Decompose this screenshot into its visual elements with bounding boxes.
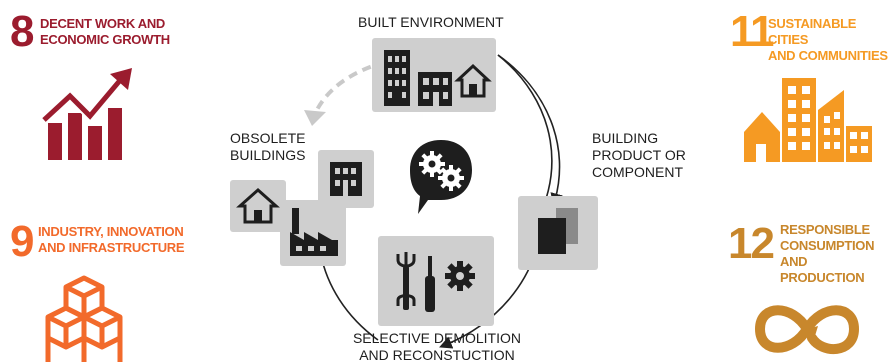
goal-9-title: INDUSTRY, INNOVATION AND INFRASTRUCTURE bbox=[38, 224, 185, 256]
growth-chart-icon bbox=[40, 68, 132, 160]
infinity-loop-icon bbox=[754, 305, 860, 355]
goal-8-number: 8 bbox=[10, 7, 35, 56]
goal-9-title-line2: AND INFRASTRUCTURE bbox=[38, 240, 185, 255]
city-buildings-icon bbox=[744, 78, 872, 162]
goal-8-title-line2: ECONOMIC GROWTH bbox=[40, 32, 170, 47]
goal-11-title: SUSTAINABLE CITIES AND COMMUNITIES bbox=[768, 16, 890, 64]
goal-12-title: RESPONSIBLE CONSUMPTION AND PRODUCTION bbox=[780, 222, 890, 286]
goal-9-number: 9 bbox=[10, 217, 35, 266]
goal-8-title: DECENT WORK AND ECONOMIC GROWTH bbox=[40, 16, 170, 48]
label-obsolete-buildings: OBSOLETE BUILDINGS bbox=[230, 130, 306, 163]
dashed-arrow-head bbox=[304, 110, 326, 126]
goal-11-title-line2: AND COMMUNITIES bbox=[768, 48, 888, 63]
goal-12-title-line2: CONSUMPTION bbox=[780, 238, 875, 253]
house-icon bbox=[236, 187, 280, 224]
label-selective-demolition: SELECTIVE DEMOLITION and RECONSTUCTION bbox=[352, 330, 522, 363]
buildings-icon bbox=[384, 50, 492, 106]
goal-12-number: 12 bbox=[728, 219, 775, 268]
tools-icon bbox=[396, 252, 475, 312]
goal-11-number: 11 bbox=[730, 7, 774, 56]
goal-8-title-line1: DECENT WORK AND bbox=[40, 16, 166, 31]
gears-speech-bubble-icon bbox=[410, 140, 472, 214]
goal-12-title-line3: AND PRODUCTION bbox=[780, 254, 865, 285]
components-icon bbox=[538, 208, 578, 254]
dashed-arrow-built-to-obsolete bbox=[312, 60, 386, 117]
tile-selective-demolition bbox=[378, 236, 494, 326]
office-building-icon bbox=[330, 162, 362, 196]
stacked-cubes-icon bbox=[45, 275, 123, 362]
factory-icon bbox=[290, 208, 338, 256]
label-built-environment: BUILT ENVIRONMENT bbox=[358, 14, 504, 30]
arrow-built-to-product bbox=[497, 54, 563, 207]
label-building-product: BUILDING PRODUCT or COMPONENT bbox=[592, 130, 686, 180]
goal-11-title-line1: SUSTAINABLE CITIES bbox=[768, 16, 857, 47]
goal-12-title-line1: RESPONSIBLE bbox=[780, 222, 870, 237]
goal-9-title-line1: INDUSTRY, INNOVATION bbox=[38, 224, 184, 239]
